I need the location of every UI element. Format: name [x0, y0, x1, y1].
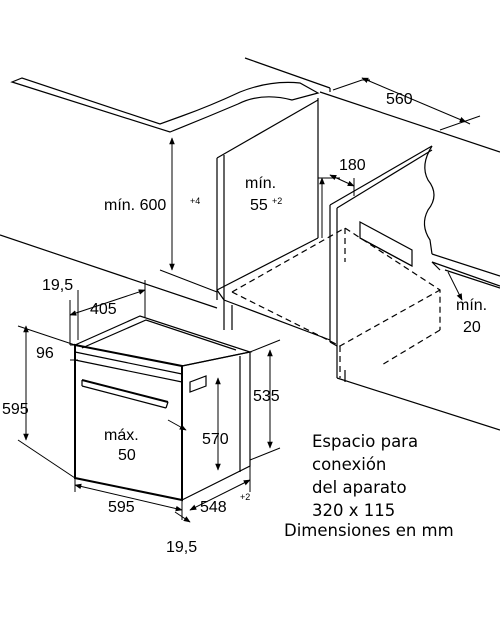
label-min-55-a: mín.	[245, 175, 276, 192]
label-min-55-b: 55	[250, 197, 268, 214]
dim-560-guide	[332, 79, 370, 91]
dim-50-line	[167, 419, 187, 431]
connection-box-hatched	[359, 220, 413, 268]
dim-595v-ext-bottom	[17, 439, 76, 479]
oven-front-outline	[74, 343, 183, 502]
dimension-lines	[17, 77, 481, 523]
right-panel-break-line	[423, 145, 435, 255]
niche-top-inner-edge	[216, 99, 319, 159]
back-gap-line	[444, 269, 500, 289]
dim-595h-line	[74, 483, 183, 512]
right-panel-bottom-back-2	[431, 261, 500, 287]
note-line-4: 320 x 115	[312, 501, 395, 520]
note-line-2: conexión	[312, 455, 386, 474]
note-line-3: del aparato	[312, 478, 407, 497]
label-19-5-top: 19,5	[42, 277, 73, 294]
connection-note: Espacio para conexión del aparato 320 x …	[284, 432, 454, 540]
niche-floor-corner	[216, 289, 225, 301]
control-panel-line-top	[74, 351, 183, 375]
dim-405-line	[69, 289, 146, 316]
label-min-55-tol: +2	[272, 196, 282, 206]
connection-box-edge	[359, 237, 413, 267]
oven-handle-end-right	[165, 401, 169, 409]
label-405: 405	[90, 301, 117, 318]
dim-20-line	[447, 271, 463, 301]
dim-535-ext	[249, 339, 281, 461]
oven-outline-dashed-front	[231, 289, 441, 347]
oven-handle	[81, 379, 169, 403]
niche-floor-front	[223, 299, 331, 341]
oven-vent	[189, 375, 207, 393]
countertop-slab	[10, 77, 320, 133]
dim-195b-line	[174, 511, 191, 523]
oven-outline-dashed-bottom	[379, 329, 441, 367]
right-panel-top-edge	[329, 149, 426, 206]
label-535: 535	[253, 388, 280, 405]
label-96: 96	[36, 345, 54, 362]
label-570: 570	[202, 431, 229, 448]
label-548-tol: +2	[240, 492, 250, 502]
dim-600-ext	[159, 269, 218, 293]
dim-560-ext	[439, 115, 481, 131]
oven-appliance	[73, 315, 253, 502]
floor-line-right	[336, 377, 500, 431]
cabinet-niche	[0, 57, 500, 431]
dim-180-line	[329, 174, 355, 187]
dim-548-line	[189, 479, 251, 511]
label-560: 560	[386, 91, 413, 108]
label-595-horizontal: 595	[108, 499, 135, 516]
label-min-600: mín. 600	[104, 197, 166, 214]
dim-560-line	[361, 77, 467, 123]
dim-595v-ext-top	[17, 325, 76, 346]
label-max-50-b: 50	[118, 447, 136, 464]
countertop-back-edge	[244, 57, 331, 89]
control-panel-line	[74, 359, 183, 383]
note-line-5: Dimensiones en mm	[284, 521, 454, 540]
oven-top-inner	[81, 319, 237, 351]
label-min-600-tol: +4	[190, 196, 200, 206]
right-panel-bottom-back	[431, 253, 500, 277]
label-180: 180	[339, 157, 366, 174]
label-548: 548	[200, 499, 227, 516]
oven-outline-dashed-top	[231, 227, 441, 330]
label-19-5-bottom: 19,5	[166, 539, 197, 556]
right-panel-top-cap	[424, 145, 433, 151]
label-min-20-a: mín.	[456, 297, 487, 314]
oven-handle-lower	[81, 385, 167, 409]
dimension-labels: 560 mín. 600 +4 mín. 55 +2 180 mín. 20 1…	[2, 91, 487, 556]
right-panel-bottom-cap	[329, 341, 338, 347]
label-595-vertical: 595	[2, 401, 29, 418]
back-gap-guide	[431, 261, 441, 271]
floor-line-left	[0, 234, 218, 309]
label-min-20-b: 20	[463, 319, 481, 336]
niche-floor-back	[216, 237, 319, 291]
right-panel-top-edge-2	[336, 149, 433, 209]
label-max-50-a: máx.	[104, 427, 139, 444]
note-line-1: Espacio para	[312, 432, 418, 451]
